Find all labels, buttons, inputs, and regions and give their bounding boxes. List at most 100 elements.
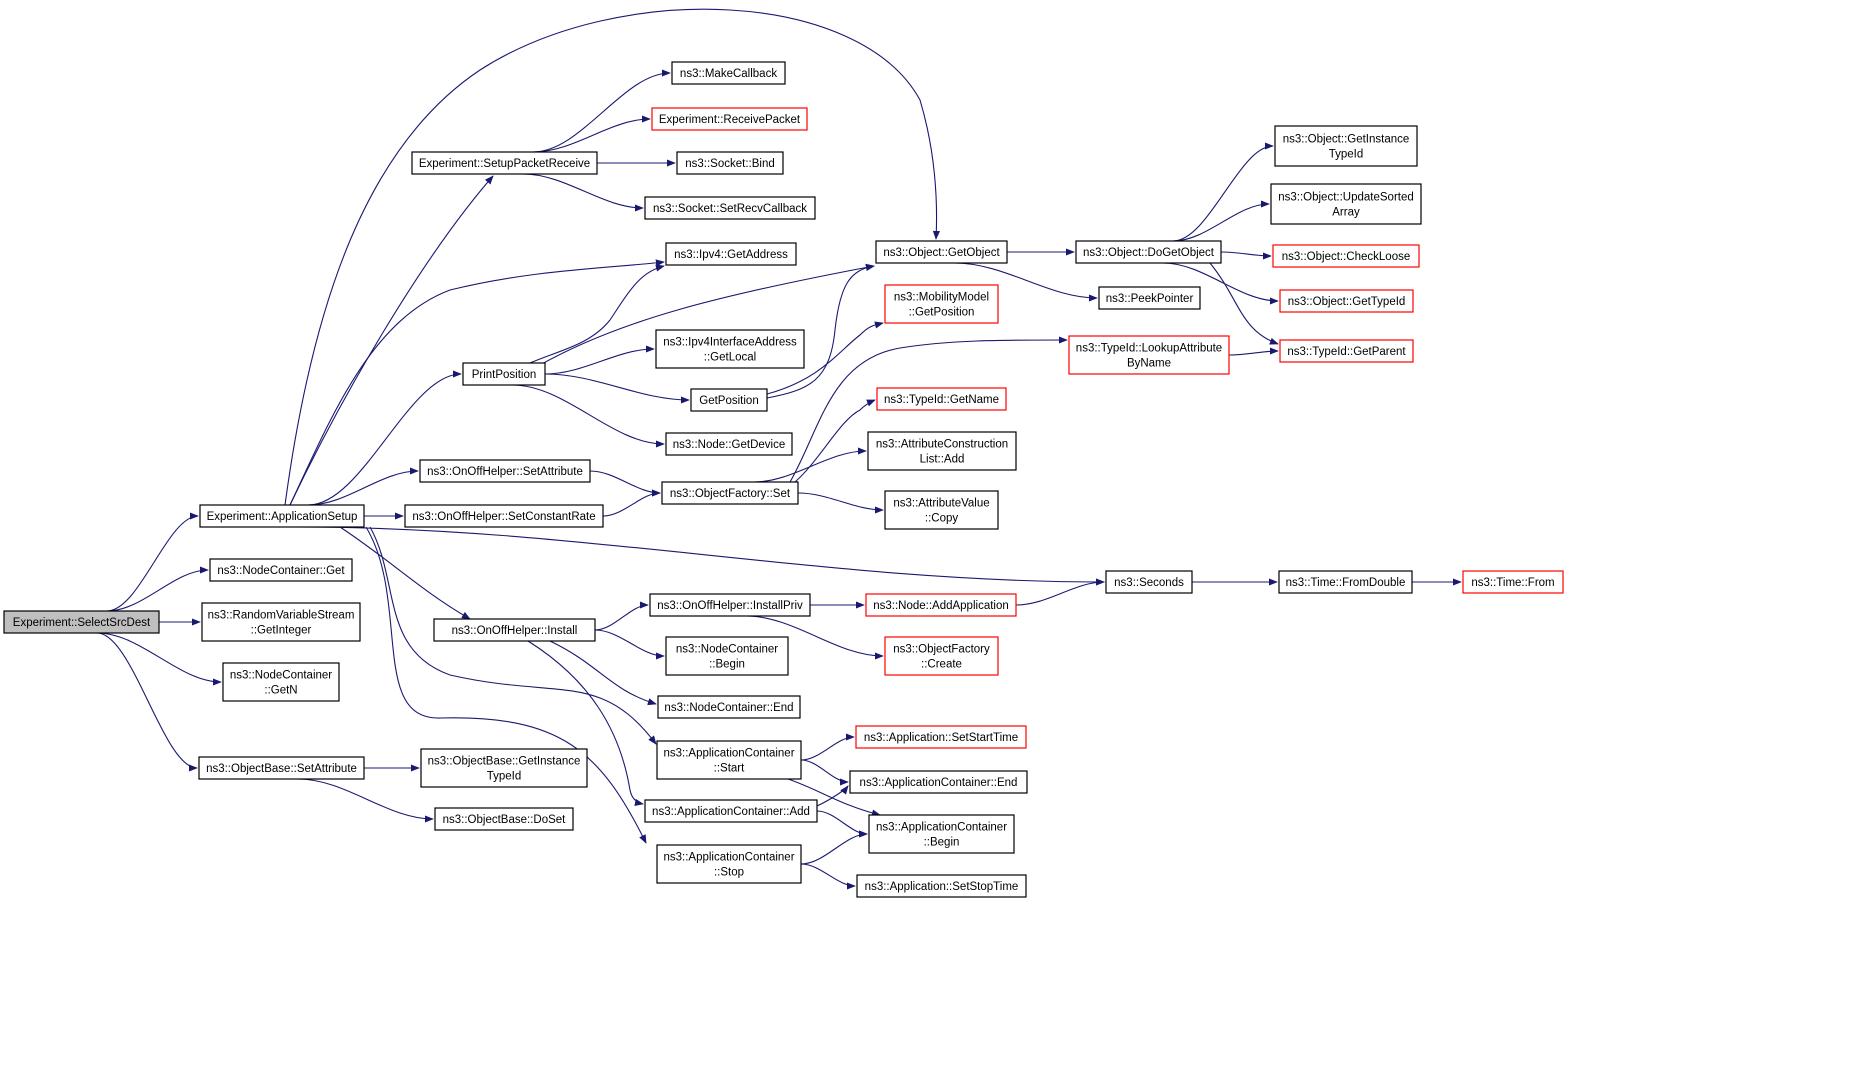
edge-ACAdd-to-ACBegin xyxy=(816,810,868,838)
node-obset-attribute[interactable]: ns3::ObjectBase::SetAttribute xyxy=(198,756,365,780)
node-ncbegin[interactable]: ns3::NodeContainer::Begin xyxy=(665,636,789,676)
edge-SelectSrcDest-to-OBSetAttribute xyxy=(96,632,198,772)
node-acend[interactable]: ns3::ApplicationContainer::End xyxy=(849,770,1028,794)
node-time-from-double[interactable]: ns3::Time::FromDouble xyxy=(1278,570,1413,594)
node-box xyxy=(419,459,591,483)
node-ipv4get-address[interactable]: ns3::Ipv4::GetAddress xyxy=(665,242,797,266)
node-label: ns3::Object::GetTypeId xyxy=(1288,296,1406,308)
node-box xyxy=(656,844,802,884)
node-label: ns3::AttributeValue xyxy=(893,498,989,510)
node-obdo-set[interactable]: ns3::ObjectBase::DoSet xyxy=(434,807,574,831)
node-box xyxy=(1279,289,1414,313)
node-box xyxy=(671,61,786,85)
node-get-position[interactable]: GetPosition xyxy=(690,388,768,412)
node-make-callback[interactable]: ns3::MakeCallback xyxy=(671,61,786,85)
node-object-get-object[interactable]: ns3::Object::GetObject xyxy=(875,240,1008,264)
node-on-off-install-priv[interactable]: ns3::OnOffHelper::InstallPriv xyxy=(649,593,811,617)
node-node-get-device[interactable]: ns3::Node::GetDevice xyxy=(665,432,793,456)
edge-OnOffInstall-to-ACAdd xyxy=(527,640,644,806)
node-on-off-set-constant-rate[interactable]: ns3::OnOffHelper::SetConstantRate xyxy=(404,504,604,528)
edge-OBSetAttribute-to-OBDoSet xyxy=(297,778,434,823)
node-label: Experiment::SetupPacketReceive xyxy=(419,158,590,170)
node-application-setup[interactable]: Experiment::ApplicationSetup xyxy=(199,504,365,528)
node-box xyxy=(649,593,811,617)
node-box xyxy=(1075,240,1222,264)
edge-SetupPacketReceive-to-MakeCallback xyxy=(532,69,671,153)
node-label: ns3::ObjectFactory xyxy=(893,644,990,656)
node-setup-packet-receive[interactable]: Experiment::SetupPacketReceive xyxy=(411,151,598,175)
node-box xyxy=(865,593,1017,617)
node-type-id-get-parent[interactable]: ns3::TypeId::GetParent xyxy=(1279,339,1414,363)
node-box xyxy=(1098,286,1201,310)
node-label: ::Start xyxy=(714,763,745,775)
edge-ApplicationSetup-to-ObjectGetObject xyxy=(284,8,941,506)
node-acstart[interactable]: ns3::ApplicationContainer::Start xyxy=(656,740,802,780)
edge-ObjectDoGetObject-to-ObjGetTypeId xyxy=(1162,262,1279,305)
edge-GetPosition-to-ObjectGetObject xyxy=(766,263,875,399)
edge-ObjectDoGetObject-to-ObjUpdateSortedArray xyxy=(1172,200,1270,242)
node-acstop[interactable]: ns3::ApplicationContainer::Stop xyxy=(656,844,802,884)
node-app-set-stop-time[interactable]: ns3::Application::SetStopTime xyxy=(856,874,1027,898)
edge-ApplicationSetup-to-Seconds xyxy=(298,526,1105,586)
node-box xyxy=(3,610,160,634)
node-attribute-value-copy[interactable]: ns3::AttributeValue::Copy xyxy=(884,490,999,530)
edge-ObjectFactorySet-to-AttributeValueCopy xyxy=(797,492,884,514)
node-label: List::Add xyxy=(920,454,965,466)
node-object-factory-set[interactable]: ns3::ObjectFactory::Set xyxy=(661,481,799,505)
node-on-off-set-attribute[interactable]: ns3::OnOffHelper::SetAttribute xyxy=(419,459,591,483)
edge-SelectSrcDest-to-ApplicationSetup xyxy=(106,512,199,612)
node-print-position[interactable]: PrintPosition xyxy=(462,362,546,386)
node-socket-set-recv-callback[interactable]: ns3::Socket::SetRecvCallback xyxy=(644,196,816,220)
node-label: ns3::Ipv4::GetAddress xyxy=(674,249,788,261)
node-label: ns3::ObjectBase::DoSet xyxy=(443,814,567,826)
node-receive-packet[interactable]: Experiment::ReceivePacket xyxy=(651,107,808,131)
node-label: ns3::Seconds xyxy=(1114,577,1184,589)
edge-OnOffInstall-to-NCEnd xyxy=(549,640,657,706)
edge-ACStop-to-ACBegin xyxy=(800,830,868,865)
node-on-off-install[interactable]: ns3::OnOffHelper::Install xyxy=(433,618,596,642)
node-label: ns3::NodeContainer xyxy=(230,670,332,682)
node-box xyxy=(876,387,1007,411)
node-label: ns3::ObjectFactory::Set xyxy=(670,488,791,500)
node-node-add-application[interactable]: ns3::Node::AddApplication xyxy=(865,593,1017,617)
node-box xyxy=(676,151,784,175)
node-label: TypeId xyxy=(487,771,522,783)
node-time-from[interactable]: ns3::Time::From xyxy=(1462,570,1564,594)
node-box xyxy=(1270,183,1422,225)
node-app-set-start-time[interactable]: ns3::Application::SetStartTime xyxy=(855,725,1027,749)
node-peek-pointer[interactable]: ns3::PeekPointer xyxy=(1098,286,1201,310)
node-object-do-get-object[interactable]: ns3::Object::DoGetObject xyxy=(1075,240,1222,264)
node-obj-check-loose[interactable]: ns3::Object::CheckLoose xyxy=(1272,244,1420,268)
node-box xyxy=(884,636,999,676)
node-acadd[interactable]: ns3::ApplicationContainer::Add xyxy=(644,799,818,823)
node-box xyxy=(434,807,574,831)
node-box xyxy=(884,490,999,530)
node-ncend[interactable]: ns3::NodeContainer::End xyxy=(657,695,801,719)
node-ncget-n[interactable]: ns3::NodeContainer::GetN xyxy=(222,662,340,702)
node-label: ::GetLocal xyxy=(704,352,756,364)
node-rvsget-integer[interactable]: ns3::RandomVariableStream::GetInteger xyxy=(201,602,361,642)
node-label: ns3::Time::FromDouble xyxy=(1286,577,1406,589)
node-object-factory-create[interactable]: ns3::ObjectFactory::Create xyxy=(884,636,999,676)
edge-ACStop-to-AppSetStopTime xyxy=(800,863,856,890)
node-mobility-get-position[interactable]: ns3::MobilityModel::GetPosition xyxy=(884,284,999,324)
edge-OnOffInstallPriv-to-ObjectFactoryCreate xyxy=(745,615,884,660)
node-box xyxy=(665,636,789,676)
node-type-id-get-name[interactable]: ns3::TypeId::GetName xyxy=(876,387,1007,411)
node-select-src-dest[interactable]: Experiment::SelectSrcDest xyxy=(3,610,160,634)
node-box xyxy=(209,558,353,582)
node-ipv4iaget-local[interactable]: ns3::Ipv4InterfaceAddress::GetLocal xyxy=(655,329,805,369)
node-ncget[interactable]: ns3::NodeContainer::Get xyxy=(209,558,353,582)
edge-ObjectFactorySet-to-ACListAdd xyxy=(753,447,867,483)
node-acbegin[interactable]: ns3::ApplicationContainer::Begin xyxy=(868,814,1015,854)
node-label: ::GetInteger xyxy=(251,625,312,637)
node-seconds[interactable]: ns3::Seconds xyxy=(1105,570,1193,594)
edge-SetupPacketReceive-to-SocketSetRecvCallback xyxy=(522,173,644,212)
node-socket-bind[interactable]: ns3::Socket::Bind xyxy=(676,151,784,175)
node-obj-get-type-id[interactable]: ns3::Object::GetTypeId xyxy=(1279,289,1414,313)
